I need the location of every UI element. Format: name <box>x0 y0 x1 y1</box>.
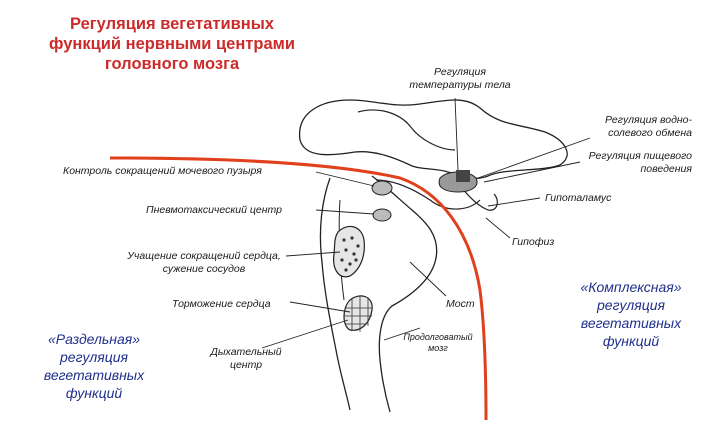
center-heart-inhib <box>343 295 373 331</box>
label-temperature: Регуляция температуры тела <box>409 66 511 91</box>
label-hypothalamus: Гипоталамус <box>545 192 612 204</box>
brain-outline <box>299 99 568 179</box>
note-separate: «Раздельная» регуляция вегетативных функ… <box>43 331 145 401</box>
label-respiratory: Дыхательный центр <box>210 346 282 371</box>
label-medulla: Продолговатый мозг <box>403 332 473 353</box>
brainstem-outline-right <box>371 175 438 413</box>
leader-lines <box>261 97 591 349</box>
separation-curve <box>109 156 488 421</box>
label-hypophysis: Гипофиз <box>512 236 555 248</box>
temperature-marker <box>456 170 470 182</box>
heart-accel-dots <box>340 236 360 272</box>
fornix <box>357 109 456 151</box>
center-heart-accel <box>333 225 365 278</box>
label-heart-inhib: Торможение сердца <box>172 298 271 310</box>
hypophysis-stalk <box>461 187 498 211</box>
pons-outline <box>375 179 481 210</box>
label-pneumotaxic: Пневмотаксический центр <box>146 204 282 216</box>
respiratory-hatch <box>344 296 372 332</box>
center-pneumotaxic <box>372 208 392 222</box>
brainstem-outline-left <box>319 177 351 411</box>
note-complex: «Комплексная» регуляция вегетативных фун… <box>580 279 682 349</box>
label-water-salt: Регуляция водно- солевого обмена <box>605 114 692 139</box>
label-pons: Мост <box>446 298 475 310</box>
label-heart-accel: Учащение сокращений сердца, сужение сосу… <box>127 250 281 275</box>
center-bladder <box>371 180 393 196</box>
label-food: Регуляция пищевого поведения <box>588 150 692 175</box>
label-bladder: Контроль сокращений мочевого пузыря <box>63 165 262 177</box>
page-title: Регуляция вегетативных функций нервными … <box>49 15 295 73</box>
